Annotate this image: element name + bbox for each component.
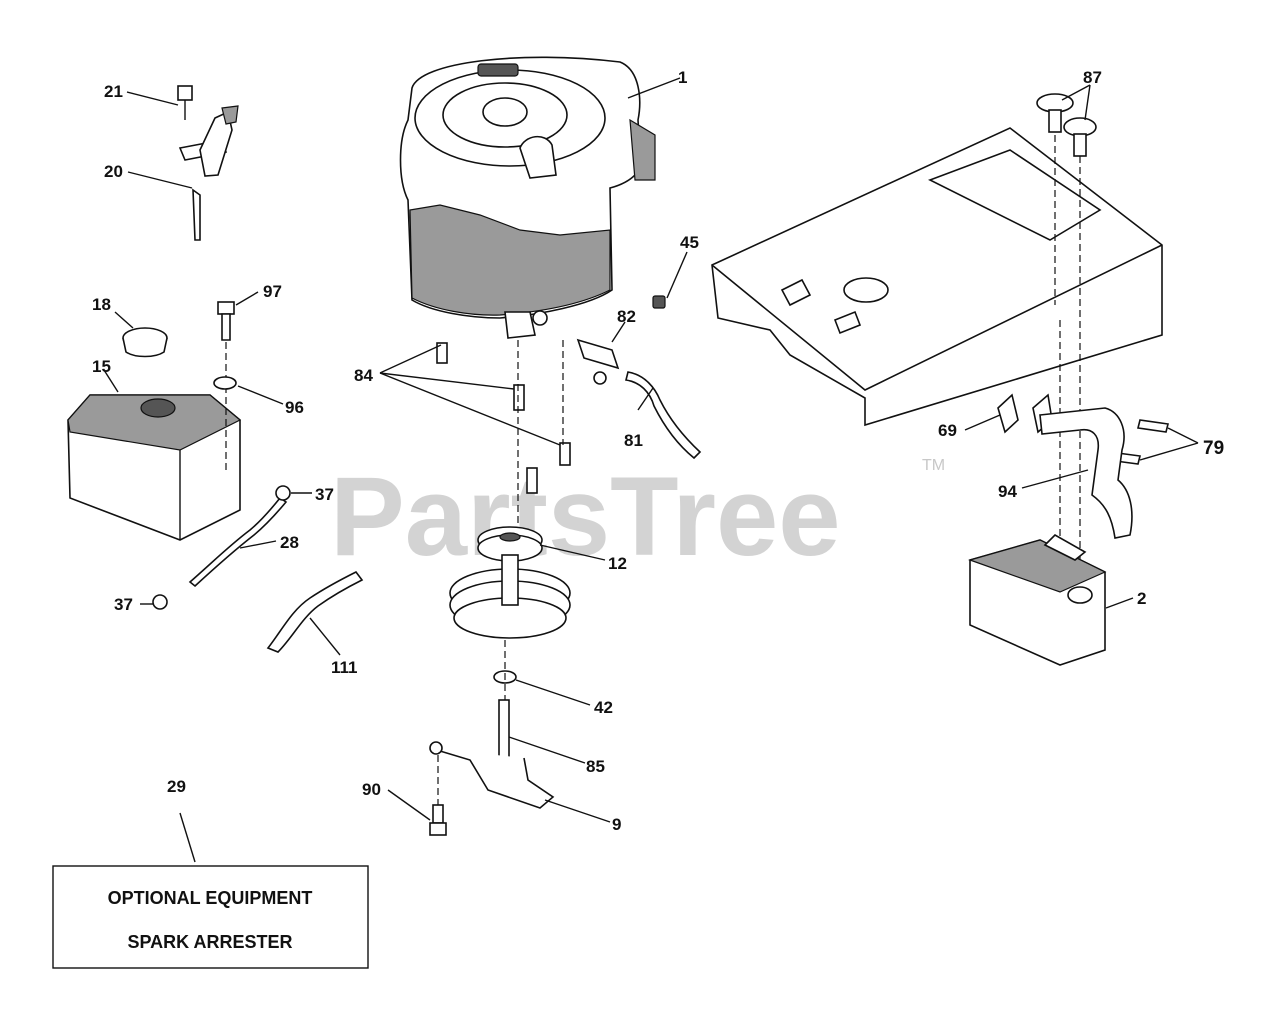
callout-37-top: 37 [315, 485, 334, 504]
washer-96[interactable] [213, 376, 237, 390]
callout-97: 97 [263, 282, 282, 301]
bolt-90[interactable] [429, 804, 447, 836]
throttle-control[interactable] [177, 85, 239, 241]
callout-12: 12 [608, 554, 627, 573]
bracket-9[interactable] [429, 747, 555, 809]
bolts-84[interactable] [436, 342, 571, 494]
callout-79: 79 [1203, 438, 1224, 459]
fitting-82[interactable] [576, 338, 620, 385]
callout-18: 18 [92, 295, 111, 314]
hose-111[interactable] [266, 570, 364, 653]
muffler-2[interactable] [968, 534, 1107, 666]
callout-20: 20 [104, 162, 123, 181]
pulley-12[interactable] [449, 526, 571, 639]
callout-15: 15 [92, 357, 111, 376]
optional-equipment-label: OPTIONAL EQUIPMENT [108, 888, 313, 908]
callout-37-bottom: 37 [114, 595, 133, 614]
optional-equipment-box: OPTIONAL EQUIPMENT SPARK ARRESTER [52, 865, 369, 969]
callout-82: 82 [617, 307, 636, 326]
knobs-87[interactable] [1036, 93, 1097, 157]
callout-28: 28 [280, 533, 299, 552]
chassis-frame[interactable] [711, 127, 1163, 427]
callout-84: 84 [354, 366, 373, 385]
callout-111: 111 [331, 658, 358, 677]
callout-87: 87 [1083, 68, 1102, 87]
watermark-text: PartsTree [330, 454, 841, 579]
nut-45[interactable] [652, 295, 666, 309]
callout-9: 9 [612, 815, 621, 834]
clamp-37a[interactable] [275, 485, 291, 501]
fuel-tank[interactable] [67, 394, 242, 541]
exhaust-pipe-94[interactable] [1039, 407, 1133, 539]
callout-29: 29 [167, 777, 186, 796]
hose-81[interactable] [625, 371, 702, 460]
spark-arrester-label: SPARK ARRESTER [127, 932, 292, 952]
engine[interactable] [399, 56, 656, 339]
callout-21: 21 [104, 82, 123, 101]
bolt-97[interactable] [217, 301, 235, 341]
fuel-line-28[interactable] [188, 496, 288, 588]
callout-90: 90 [362, 780, 381, 799]
fuel-cap[interactable] [122, 327, 168, 358]
callout-94: 94 [998, 482, 1017, 501]
callout-45: 45 [680, 233, 699, 252]
callout-labels: 1 2 9 12 15 18 20 21 28 29 37 37 42 45 6… [92, 68, 1224, 834]
callout-1: 1 [678, 68, 687, 87]
callout-81: 81 [624, 431, 643, 450]
watermark-trademark: TM [922, 457, 945, 474]
clamp-37b[interactable] [152, 594, 168, 610]
callout-69: 69 [938, 421, 957, 440]
callout-42: 42 [594, 698, 613, 717]
callout-85: 85 [586, 757, 605, 776]
leader-lines [103, 77, 1199, 863]
callout-2: 2 [1137, 589, 1146, 608]
callout-96: 96 [285, 398, 304, 417]
